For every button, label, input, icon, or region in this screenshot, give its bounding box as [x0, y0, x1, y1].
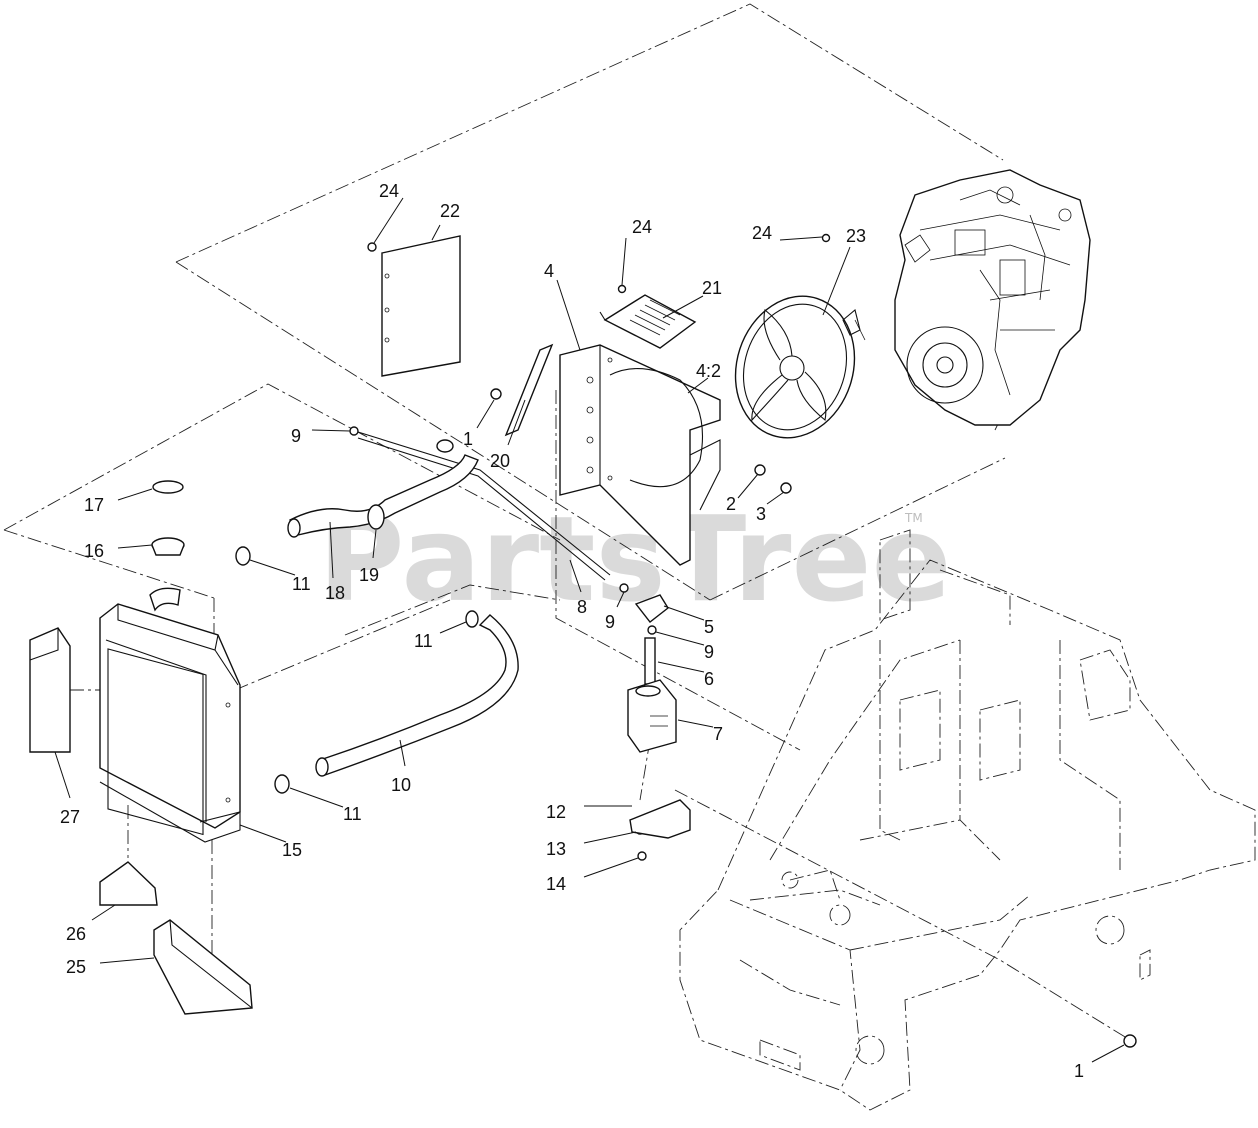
- callout-9: 9: [605, 612, 615, 632]
- callout-5: 5: [704, 617, 714, 637]
- cooling-fan: [734, 295, 866, 439]
- engine: [894, 169, 1091, 426]
- callout-27: 27: [60, 807, 80, 827]
- foam-block-25: [153, 919, 253, 1015]
- fan-shroud: [559, 344, 721, 566]
- upper-hose: [287, 439, 479, 538]
- side-baffle-27: [29, 627, 71, 753]
- callout-23: 23: [846, 226, 866, 246]
- overflow-tube: [357, 431, 611, 581]
- callout-11: 11: [292, 574, 311, 594]
- panel-21: [599, 294, 697, 349]
- callout-22: 22: [440, 201, 460, 221]
- callout-15: 15: [282, 840, 302, 860]
- callout-17: 17: [84, 495, 104, 515]
- callout-2: 2: [726, 494, 736, 514]
- callout-11: 11: [414, 631, 433, 651]
- radiator: [99, 603, 241, 843]
- callout-16: 16: [84, 541, 104, 561]
- bracket-20: [504, 343, 554, 437]
- callout-12: 12: [546, 802, 566, 822]
- callout-10: 10: [391, 775, 411, 795]
- callout-14: 14: [546, 874, 566, 894]
- callout-9: 9: [704, 642, 714, 662]
- callout-25: 25: [66, 957, 86, 977]
- callout-3: 3: [756, 504, 766, 524]
- baffle-22: [381, 235, 461, 377]
- callout-1: 1: [1074, 1061, 1084, 1081]
- callout-9: 9: [291, 426, 301, 446]
- assembly-plane-upper: [175, 3, 1011, 601]
- lower-hose: [315, 614, 519, 777]
- hose-clamps: [235, 504, 479, 794]
- overflow-bottle: [627, 594, 691, 839]
- callout-19: 19: [359, 565, 379, 585]
- radiator-cap: [149, 480, 185, 612]
- foam-block-26: [99, 861, 158, 906]
- callout-24: 24: [379, 181, 399, 201]
- callout-4-2: 4:2: [696, 361, 721, 381]
- leader-lines: [54, 197, 1125, 1063]
- callout-8: 8: [577, 597, 587, 617]
- callout-24: 24: [632, 217, 652, 237]
- callout-21: 21: [702, 278, 722, 298]
- callout-13: 13: [546, 839, 566, 859]
- callout-11: 11: [343, 804, 362, 824]
- callout-7: 7: [713, 724, 723, 744]
- callout-24: 24: [752, 223, 772, 243]
- callout-26: 26: [66, 924, 86, 944]
- machine-frame: [679, 529, 1256, 1111]
- callout-6: 6: [704, 669, 714, 689]
- callout-1: 1: [463, 429, 473, 449]
- callout-18: 18: [325, 583, 345, 603]
- callout-20: 20: [490, 451, 510, 471]
- callout-4: 4: [544, 261, 554, 281]
